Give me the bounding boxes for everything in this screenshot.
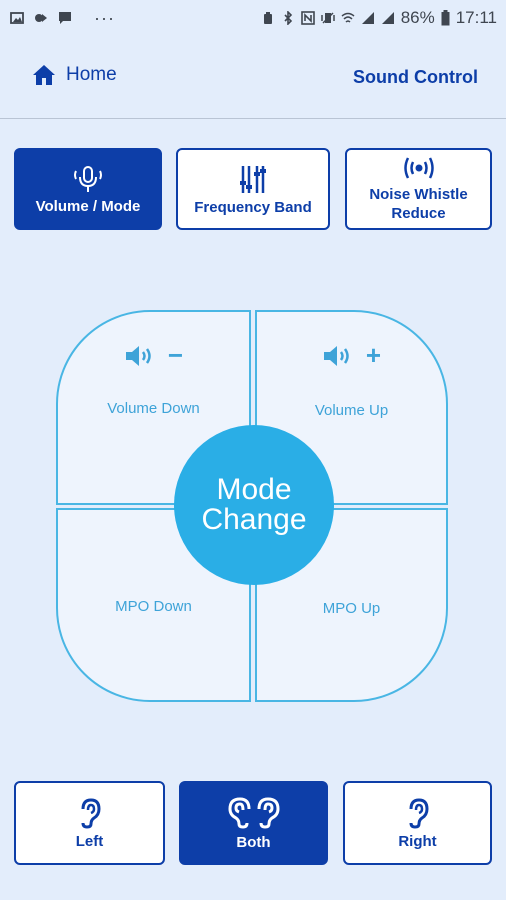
tab-volume-mode[interactable]: Volume / Mode (14, 148, 162, 230)
app-notification-icon (35, 14, 47, 22)
status-bar-left: ··· (0, 8, 115, 29)
right-ear-button[interactable]: Right (343, 781, 492, 865)
both-ears-button[interactable]: Both (179, 781, 328, 865)
mode-tabs: Volume / Mode Frequency Band Noise Whist… (14, 148, 492, 230)
home-icon (33, 65, 55, 85)
message-icon (59, 12, 71, 24)
top-bar: Home Sound Control (0, 36, 506, 119)
broadcast-icon (403, 157, 434, 179)
mpo-up-label: MPO Up (322, 600, 381, 617)
two-ears-icon (227, 796, 280, 829)
home-label: Home (66, 64, 117, 85)
left-ear-button[interactable]: Left (14, 781, 165, 865)
status-bar-right: 86% 17:11 (261, 8, 506, 28)
volume-up-icon-group: + (257, 340, 446, 371)
minus-icon: − (167, 340, 184, 370)
tab-noise-whistle-reduce-label: Noise Whistle Reduce (369, 186, 468, 222)
left-ear-label: Left (75, 832, 104, 850)
signal-icon-2 (381, 12, 394, 24)
more-notifications-dots: ··· (94, 7, 115, 28)
home-button[interactable]: Home (32, 64, 117, 86)
right-ear-label: Right (398, 832, 437, 850)
speaker-icon (323, 345, 349, 366)
ear-icon (81, 797, 101, 829)
signal-icon (361, 12, 374, 24)
ear-icon (409, 797, 429, 829)
bluetooth-icon (284, 11, 292, 25)
plus-icon: + (365, 340, 382, 370)
volume-down-icon-group: − (58, 340, 249, 371)
tab-frequency-band[interactable]: Frequency Band (176, 148, 330, 230)
mpo-down-label: MPO Down (115, 598, 192, 615)
clock: 17:11 (455, 8, 497, 27)
speaker-icon (125, 345, 151, 366)
volume-down-label: Volume Down (107, 400, 200, 417)
volume-up-label: Volume Up (314, 402, 389, 419)
tab-frequency-band-label: Frequency Band (194, 198, 312, 216)
alarm-icon (263, 12, 272, 24)
equalizer-icon (240, 165, 266, 193)
mode-change-button[interactable]: Mode Change (174, 425, 334, 585)
page-title: Sound Control (353, 67, 478, 87)
mode-change-line1: Mode (216, 473, 292, 506)
battery-icon (441, 10, 450, 26)
both-ears-label: Both (236, 833, 271, 851)
status-bar: ··· 86% 17:11 (0, 0, 506, 36)
battery-percent: 86% (400, 8, 435, 27)
tab-noise-whistle-reduce[interactable]: Noise Whistle Reduce (345, 148, 492, 230)
control-pad: − Volume Down + Volume Up MPO Down MPO U… (56, 310, 448, 702)
wifi-icon (341, 12, 355, 23)
mode-change-line2: Change (201, 503, 307, 536)
vibrate-icon (320, 12, 335, 24)
nfc-icon (300, 11, 315, 25)
tab-volume-mode-label: Volume / Mode (35, 197, 141, 215)
microphone-icon (74, 165, 102, 192)
image-icon (10, 12, 24, 24)
ear-selector: Left Both Right (14, 781, 492, 865)
